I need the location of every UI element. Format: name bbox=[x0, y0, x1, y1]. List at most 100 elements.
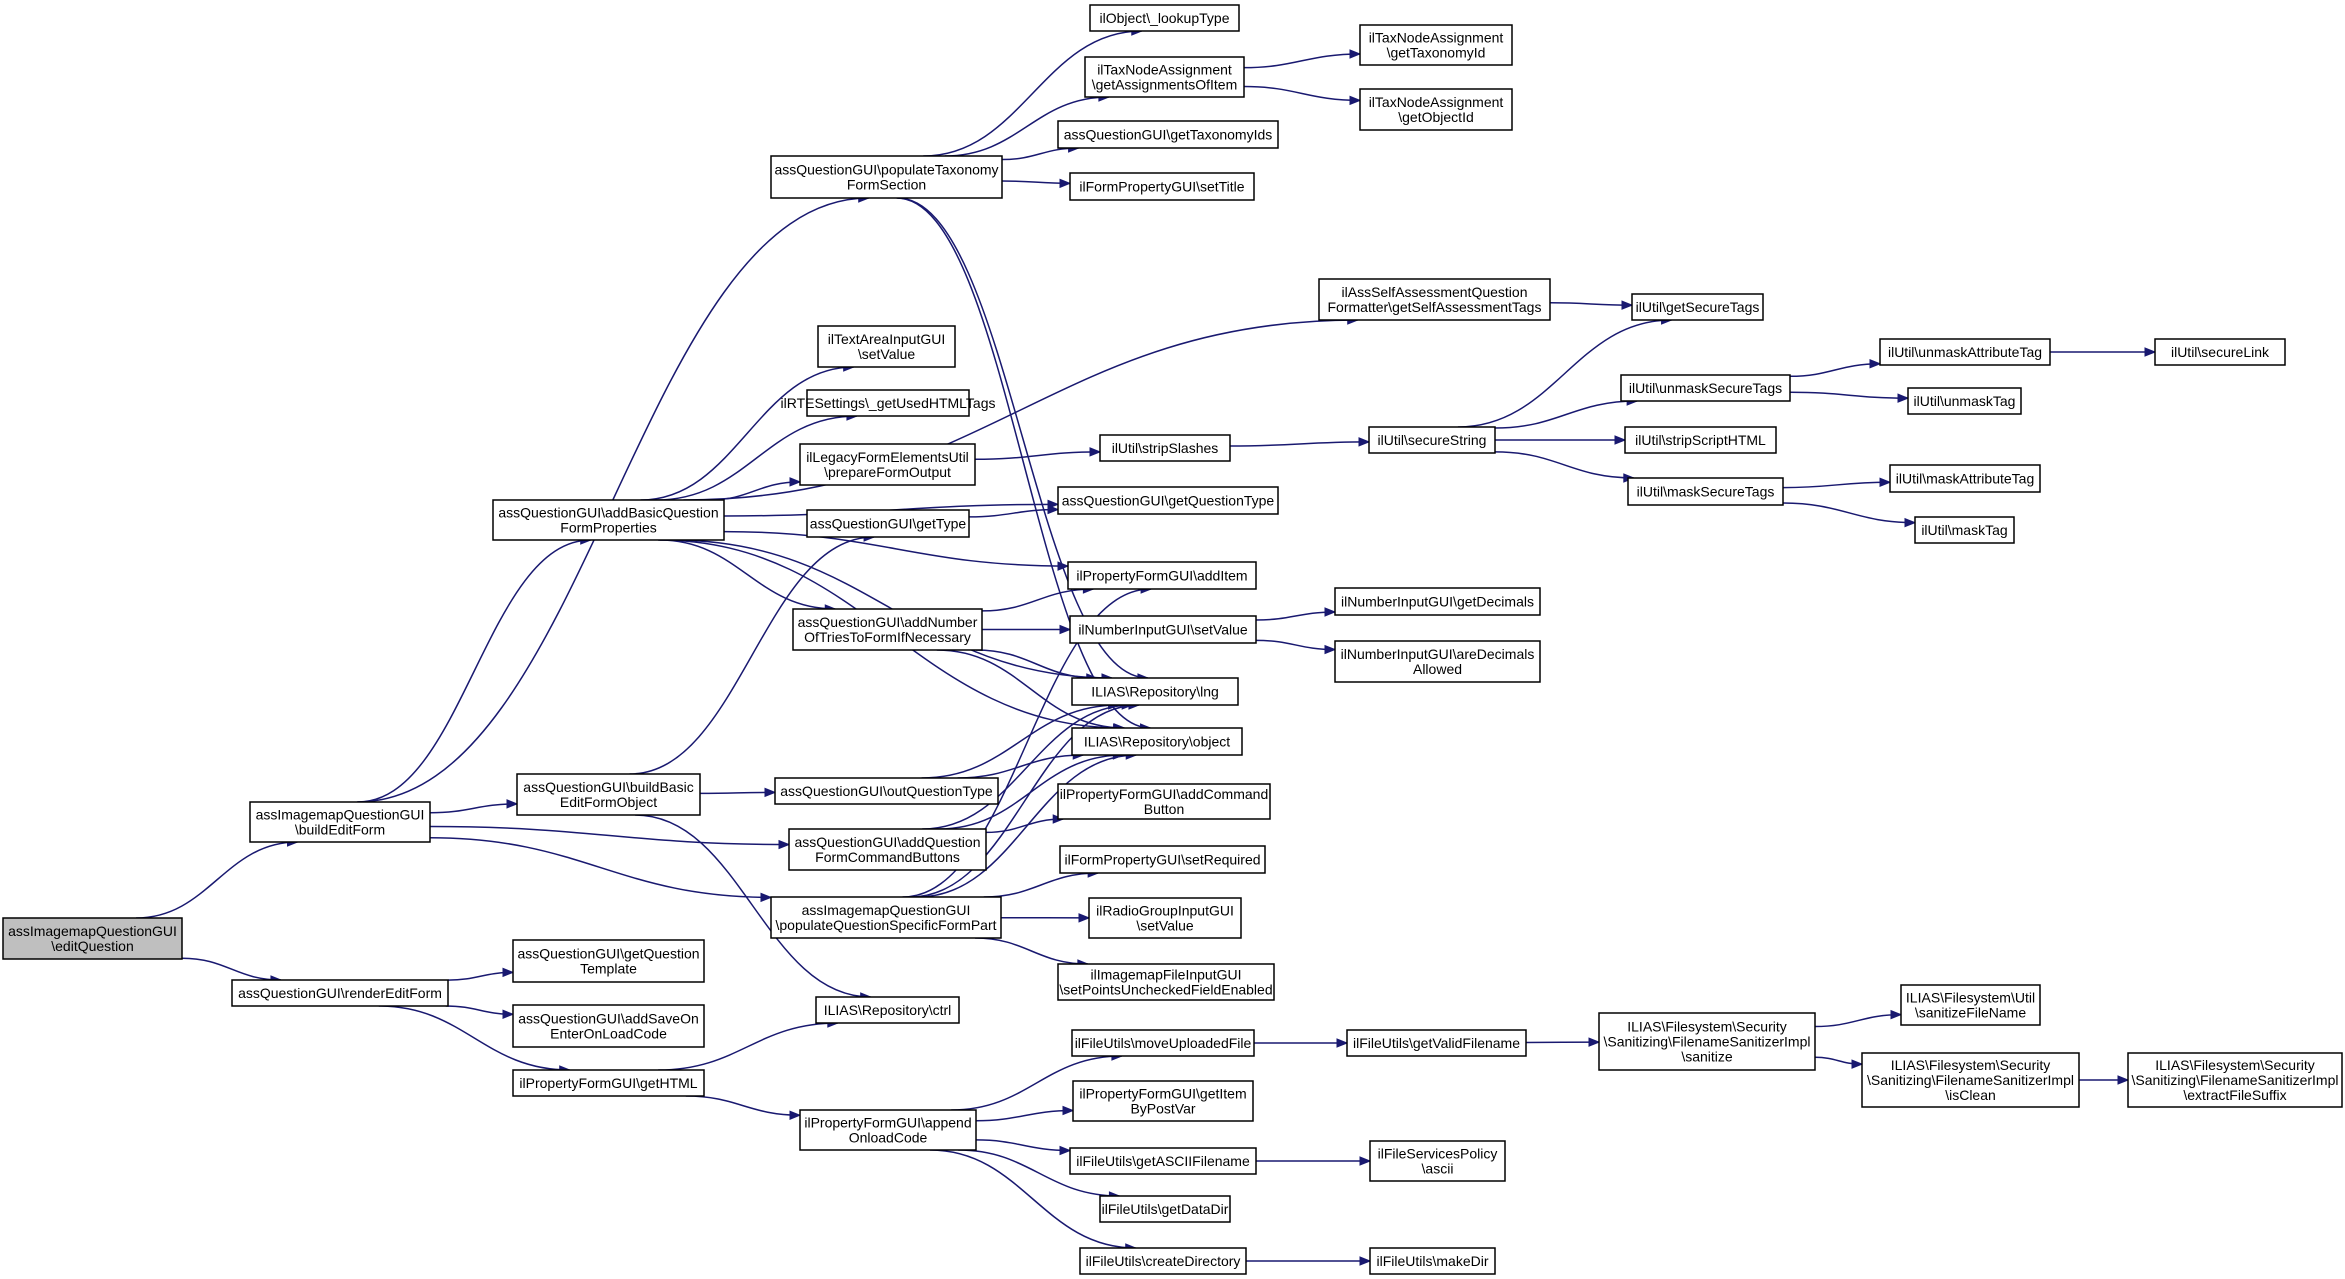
node-setRequired[interactable]: ilFormPropertyGUI\setRequired bbox=[1059, 845, 1266, 874]
node-box[interactable] bbox=[1598, 1012, 1816, 1071]
node-box[interactable] bbox=[1099, 1195, 1231, 1223]
node-box[interactable] bbox=[1359, 24, 1513, 66]
node-box[interactable] bbox=[2, 917, 183, 960]
node-box[interactable] bbox=[1084, 56, 1245, 98]
node-box[interactable] bbox=[788, 828, 987, 871]
node-box[interactable] bbox=[770, 155, 1003, 199]
node-getDataDir[interactable]: ilFileUtils\getDataDir bbox=[1099, 1195, 1231, 1223]
node-box[interactable] bbox=[512, 1069, 705, 1097]
node-maskTag[interactable]: ilUtil\maskTag bbox=[1914, 516, 2015, 544]
node-editQuestion[interactable]: assImagemapQuestionGUI\editQuestion bbox=[2, 917, 183, 960]
node-box[interactable] bbox=[806, 509, 970, 538]
node-object[interactable]: ILIAS\Repository\object bbox=[1071, 727, 1243, 756]
node-box[interactable] bbox=[1069, 615, 1257, 644]
node-box[interactable] bbox=[1889, 464, 2041, 493]
node-box[interactable] bbox=[1334, 587, 1541, 616]
node-getAssignmentsOfItem[interactable]: ilTaxNodeAssignment\getAssignmentsOfItem bbox=[1084, 56, 1245, 98]
node-prepareFormOutput[interactable]: ilLegacyFormElementsUtil\prepareFormOutp… bbox=[799, 443, 976, 486]
node-makeDir[interactable]: ilFileUtils\makeDir bbox=[1369, 1247, 1496, 1275]
node-box[interactable] bbox=[817, 325, 956, 368]
node-box[interactable] bbox=[1071, 727, 1243, 756]
node-getQuestionType[interactable]: assQuestionGUI\getQuestionType bbox=[1057, 486, 1279, 515]
node-box[interactable] bbox=[1879, 338, 2051, 366]
node-radioSetValue[interactable]: ilRadioGroupInputGUI\setValue bbox=[1088, 897, 1242, 939]
node-box[interactable] bbox=[512, 1004, 705, 1048]
node-box[interactable] bbox=[1057, 486, 1279, 515]
node-box[interactable] bbox=[1624, 426, 1777, 454]
node-addBasicQuestion[interactable]: assQuestionGUI\addBasicQuestionFormPrope… bbox=[492, 499, 725, 541]
node-unmaskAttributeTag[interactable]: ilUtil\unmaskAttributeTag bbox=[1879, 338, 2051, 366]
node-addNumberOfTries[interactable]: assQuestionGUI\addNumberOfTriesToFormIfN… bbox=[792, 608, 983, 651]
node-box[interactable] bbox=[492, 499, 725, 541]
node-box[interactable] bbox=[1620, 374, 1791, 402]
node-textAreaSetValue[interactable]: ilTextAreaInputGUI\setValue bbox=[817, 325, 956, 368]
node-box[interactable] bbox=[770, 896, 1002, 939]
node-box[interactable] bbox=[1057, 783, 1271, 820]
node-box[interactable] bbox=[1069, 172, 1255, 201]
node-maskSecureTags[interactable]: ilUtil\maskSecureTags bbox=[1627, 477, 1784, 506]
node-box[interactable] bbox=[1089, 4, 1240, 32]
node-ascii[interactable]: ilFileServicesPolicy\ascii bbox=[1369, 1140, 1506, 1182]
node-box[interactable] bbox=[1057, 120, 1279, 149]
node-getTaxonomyIds[interactable]: assQuestionGUI\getTaxonomyIds bbox=[1057, 120, 1279, 149]
node-box[interactable] bbox=[1346, 1029, 1527, 1057]
node-getDecimals[interactable]: ilNumberInputGUI\getDecimals bbox=[1334, 587, 1541, 616]
node-box[interactable] bbox=[1069, 1147, 1257, 1175]
node-box[interactable] bbox=[1627, 477, 1784, 506]
node-getUsedHTMLTags[interactable]: ilRTESettings\_getUsedHTMLTags bbox=[780, 389, 996, 417]
node-outQuestionType[interactable]: assQuestionGUI\outQuestionType bbox=[774, 777, 999, 805]
node-box[interactable] bbox=[1914, 516, 2015, 544]
node-box[interactable] bbox=[799, 443, 976, 486]
node-box[interactable] bbox=[792, 608, 983, 651]
node-box[interactable] bbox=[774, 777, 999, 805]
node-setPointsUnchecked[interactable]: ilImagemapFileInputGUI\setPointsUnchecke… bbox=[1057, 963, 1275, 1001]
node-box[interactable] bbox=[1369, 1140, 1506, 1182]
node-getObjectId[interactable]: ilTaxNodeAssignment\getObjectId bbox=[1359, 88, 1513, 131]
node-moveUploadedFile[interactable]: ilFileUtils\moveUploadedFile bbox=[1071, 1029, 1255, 1057]
node-renderEditForm[interactable]: assQuestionGUI\renderEditForm bbox=[231, 979, 449, 1007]
node-box[interactable] bbox=[1099, 434, 1231, 462]
node-box[interactable] bbox=[799, 1109, 977, 1151]
node-box[interactable] bbox=[1067, 561, 1257, 590]
node-box[interactable] bbox=[1368, 426, 1496, 454]
node-box[interactable] bbox=[516, 773, 701, 816]
node-box[interactable] bbox=[512, 939, 705, 983]
node-box[interactable] bbox=[1369, 1247, 1496, 1275]
node-getSelfAssessmentTags[interactable]: ilAssSelfAssessmentQuestionFormatter\get… bbox=[1318, 278, 1551, 321]
node-secureString[interactable]: ilUtil\secureString bbox=[1368, 426, 1496, 454]
node-addItem[interactable]: ilPropertyFormGUI\addItem bbox=[1067, 561, 1257, 590]
node-createDirectory[interactable]: ilFileUtils\createDirectory bbox=[1079, 1247, 1247, 1275]
node-isClean[interactable]: ILIAS\Filesystem\Security\Sanitizing\Fil… bbox=[1861, 1052, 2080, 1108]
node-box[interactable] bbox=[2127, 1052, 2343, 1108]
node-addQuestionFormCommandButtons[interactable]: assQuestionGUI\addQuestionFormCommandBut… bbox=[788, 828, 987, 871]
node-box[interactable] bbox=[1359, 88, 1513, 131]
node-box[interactable] bbox=[1071, 1029, 1255, 1057]
node-box[interactable] bbox=[806, 389, 970, 417]
node-box[interactable] bbox=[1079, 1247, 1247, 1275]
node-box[interactable] bbox=[1907, 387, 2022, 415]
node-buildEditForm[interactable]: assImagemapQuestionGUI\buildEditForm bbox=[249, 801, 431, 843]
node-unmaskTag[interactable]: ilUtil\unmaskTag bbox=[1907, 387, 2022, 415]
node-box[interactable] bbox=[2154, 338, 2286, 366]
node-ctrl[interactable]: ILIAS\Repository\ctrl bbox=[815, 996, 960, 1024]
node-getASCIIFilename[interactable]: ilFileUtils\getASCIIFilename bbox=[1069, 1147, 1257, 1175]
node-getSecureTags[interactable]: ilUtil\getSecureTags bbox=[1631, 293, 1764, 321]
node-stripScriptHTML[interactable]: ilUtil\stripScriptHTML bbox=[1624, 426, 1777, 454]
node-sanitize[interactable]: ILIAS\Filesystem\Security\Sanitizing\Fil… bbox=[1598, 1012, 1816, 1071]
node-extractFileSuffix[interactable]: ILIAS\Filesystem\Security\Sanitizing\Fil… bbox=[2127, 1052, 2343, 1108]
node-maskAttributeTag[interactable]: ilUtil\maskAttributeTag bbox=[1889, 464, 2041, 493]
node-box[interactable] bbox=[1057, 963, 1275, 1001]
node-getTaxonomyId[interactable]: ilTaxNodeAssignment\getTaxonomyId bbox=[1359, 24, 1513, 66]
node-box[interactable] bbox=[1900, 984, 2041, 1026]
node-stripSlashes[interactable]: ilUtil\stripSlashes bbox=[1099, 434, 1231, 462]
node-getHTML[interactable]: ilPropertyFormGUI\getHTML bbox=[512, 1069, 705, 1097]
node-box[interactable] bbox=[1631, 293, 1764, 321]
node-getValidFilename[interactable]: ilFileUtils\getValidFilename bbox=[1346, 1029, 1527, 1057]
node-secureLink[interactable]: ilUtil\secureLink bbox=[2154, 338, 2286, 366]
